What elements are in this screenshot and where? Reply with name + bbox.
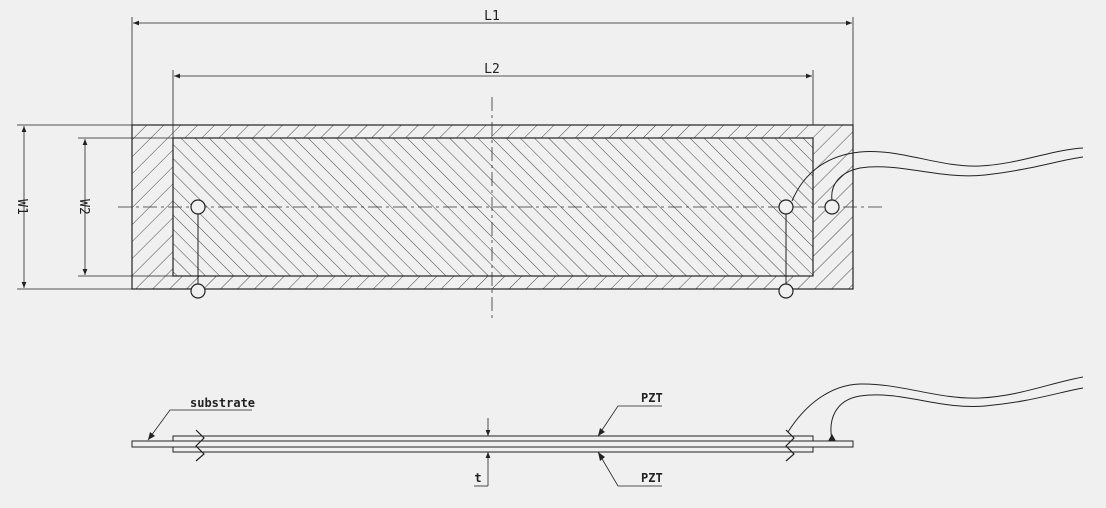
pzt-bottom-layer — [172, 446, 814, 453]
left-electrode-side — [195, 429, 205, 462]
dimension-label-W2: W2 — [76, 199, 91, 215]
top-view: L1 L2 W1 W2 — [14, 9, 1084, 318]
label-pzt-top: PZT — [641, 391, 663, 405]
lead-wire-substrate — [831, 156, 1084, 201]
dimension-label-L2: L2 — [484, 62, 500, 77]
dimension-label-W1: W1 — [14, 199, 29, 215]
right-electrode-side — [785, 429, 795, 462]
pzt-top-layer — [172, 435, 814, 442]
lead-wire-side-substrate — [830, 387, 1084, 441]
label-pzt-bottom: PZT — [641, 471, 663, 485]
lead-wire-pzt — [791, 147, 1084, 202]
side-view: substrate PZT PZT t — [131, 376, 1084, 487]
lead-wire-side-pzt — [787, 376, 1084, 433]
callout-pzt-top — [597, 405, 662, 437]
callout-substrate — [147, 409, 252, 441]
right-electrode — [778, 199, 794, 299]
label-substrate: substrate — [190, 396, 255, 410]
label-thickness-t: t — [474, 471, 481, 485]
left-electrode — [190, 199, 206, 299]
dimension-label-L1: L1 — [484, 9, 500, 24]
callout-pzt-bottom — [597, 451, 662, 487]
substrate-side-view — [131, 440, 854, 448]
substrate-electrode — [824, 199, 840, 215]
